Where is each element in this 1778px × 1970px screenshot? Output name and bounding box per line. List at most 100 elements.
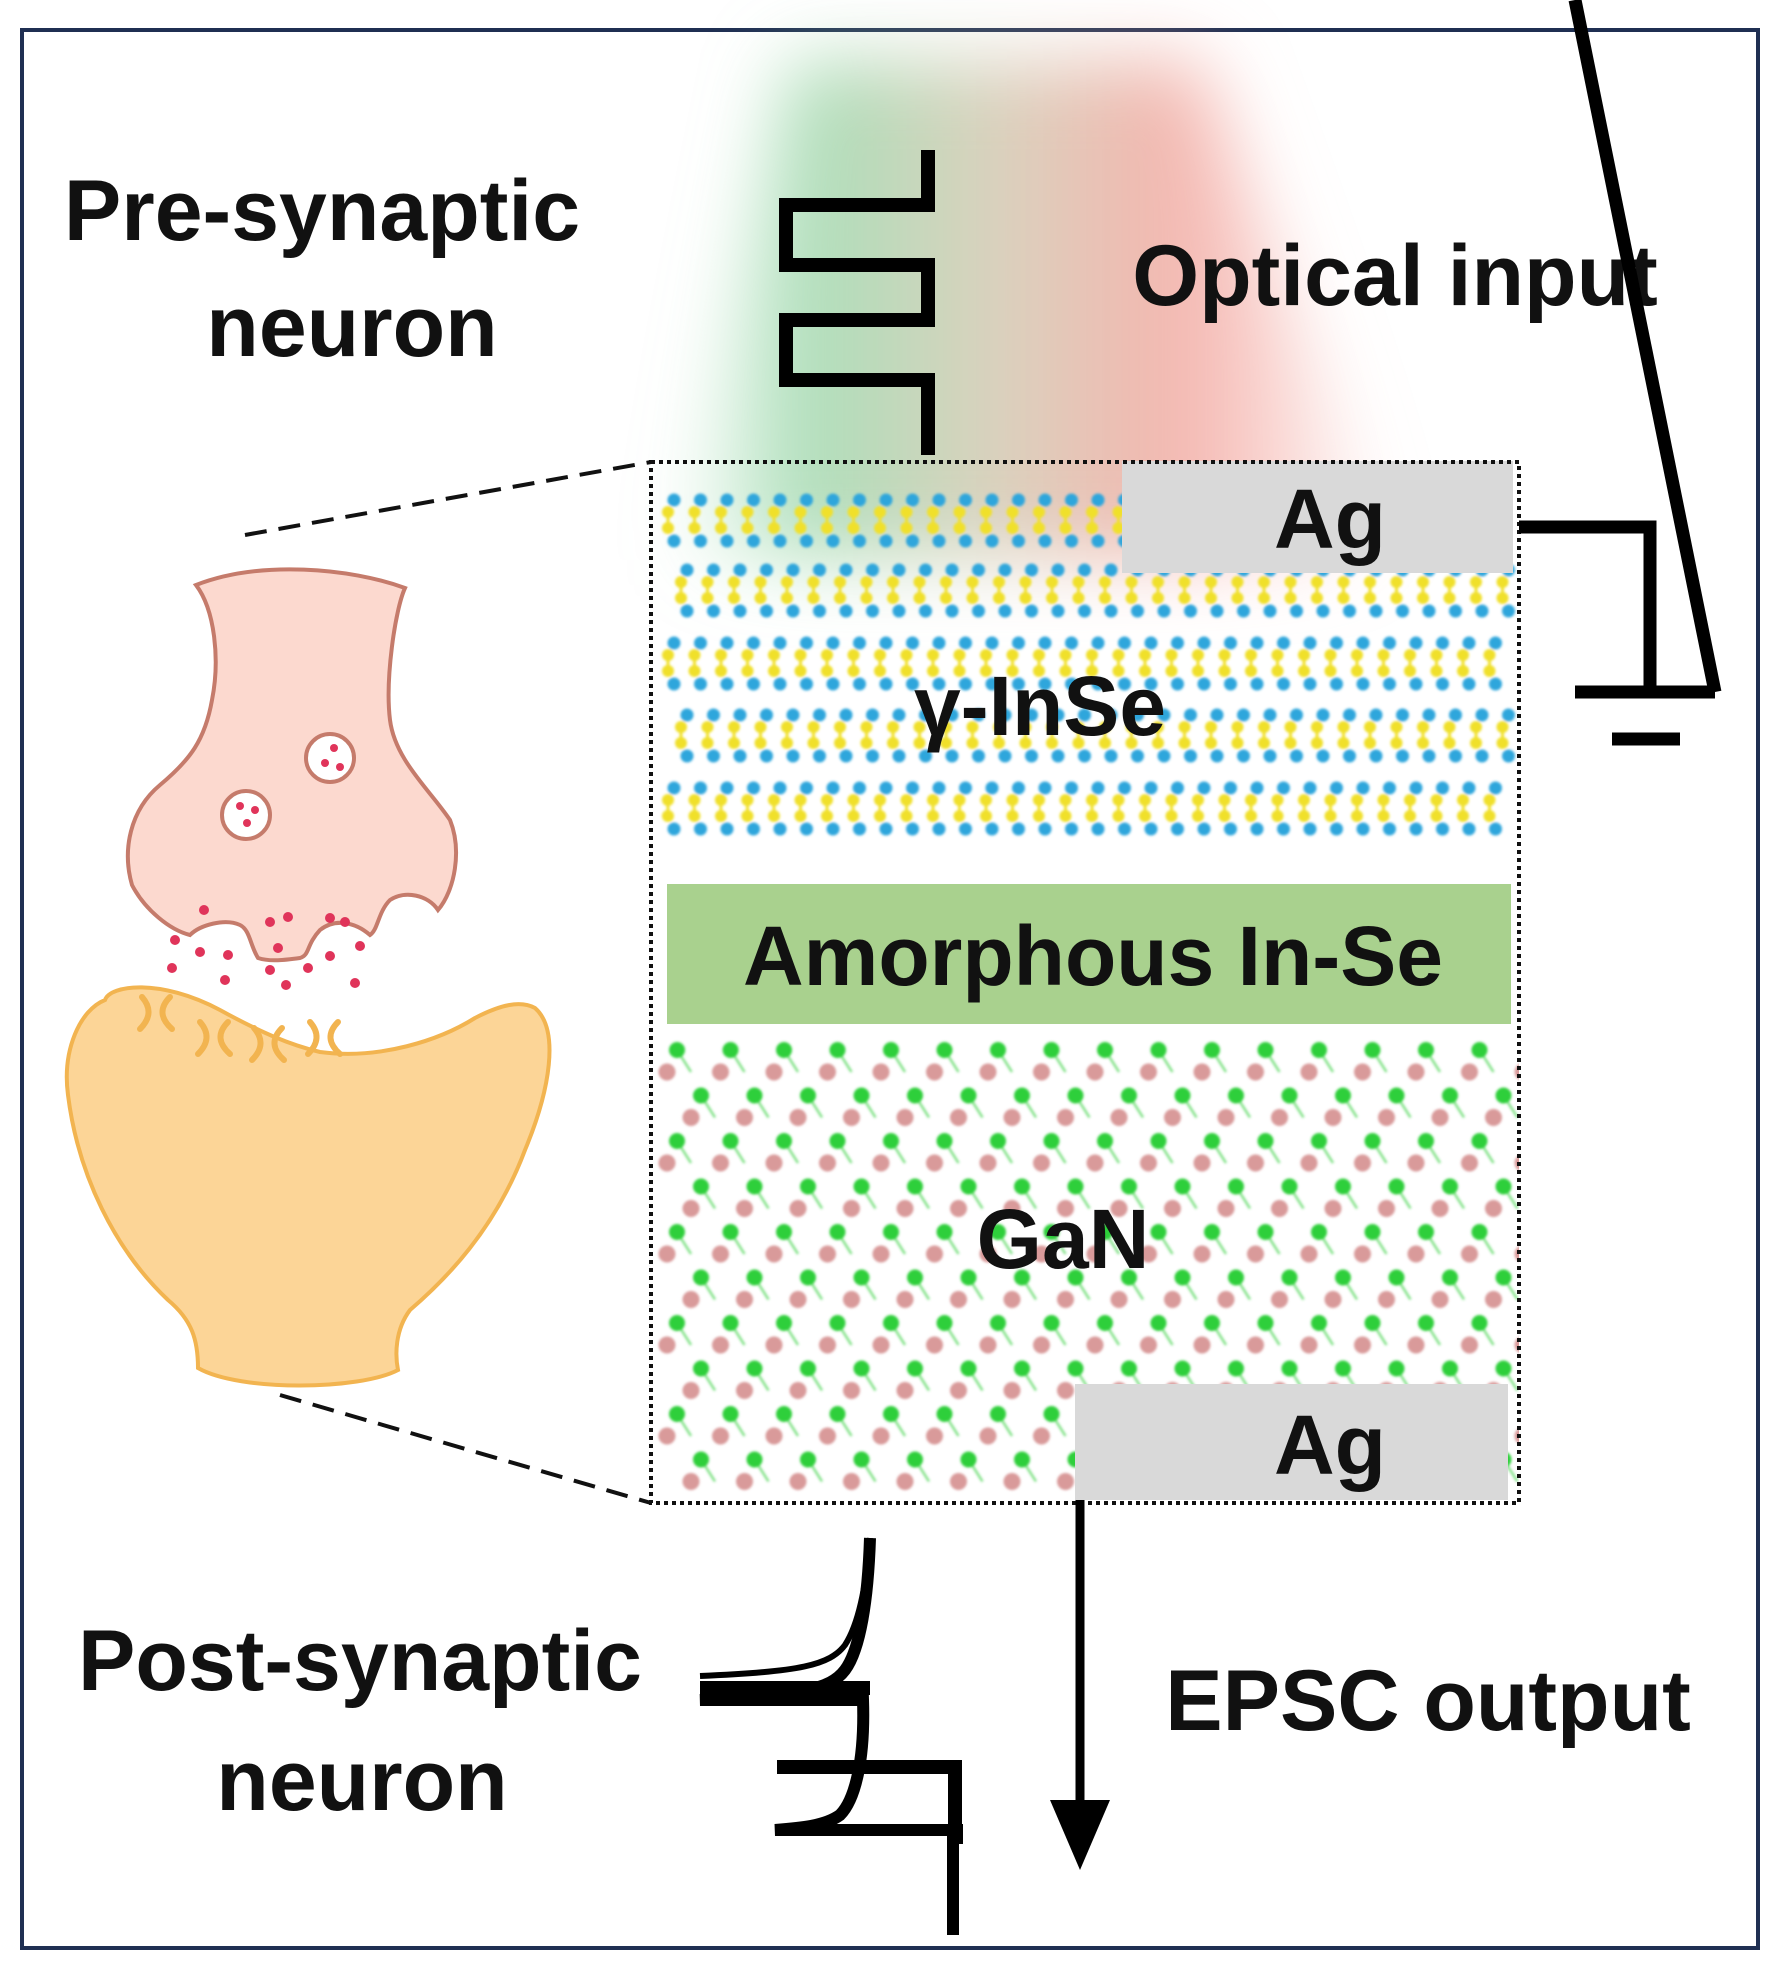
indium-atom	[1118, 636, 1131, 650]
selenium-atom	[1033, 810, 1045, 822]
selenium-atom	[1059, 665, 1072, 677]
nitrogen-atom	[776, 1315, 792, 1331]
indium-atom	[1091, 677, 1105, 691]
nitrogen-atom	[829, 1224, 846, 1240]
selenium-atom	[993, 576, 1005, 588]
nitrogen-atom	[746, 1178, 763, 1195]
indium-atom	[800, 677, 813, 691]
gallium-atom	[1003, 1200, 1021, 1217]
pre-synaptic-label-line1: Pre-synaptic	[64, 163, 580, 259]
selenium-atom	[794, 794, 807, 806]
indium-atom	[945, 604, 959, 618]
indium-atom	[1078, 708, 1091, 722]
indium-atom	[1012, 677, 1025, 691]
nitrogen-atom	[883, 1224, 899, 1240]
gallium-atom	[926, 1427, 943, 1445]
indium-atom	[680, 708, 694, 722]
indium-atom	[786, 604, 800, 618]
nitrogen-atom	[1525, 1224, 1541, 1240]
selenium-atom	[662, 794, 674, 806]
gallium-atom	[979, 1245, 997, 1263]
nitrogen-atom	[1014, 1087, 1030, 1104]
indium-atom	[1025, 749, 1038, 763]
indium-atom	[733, 749, 747, 763]
nitrogen-atom	[853, 1178, 870, 1195]
nitrogen-atom	[722, 1133, 739, 1149]
gallium-atom	[1354, 1245, 1371, 1263]
indium-atom	[998, 708, 1012, 722]
indium-atom	[1250, 636, 1264, 650]
selenium-atom	[953, 506, 966, 518]
indium-atom	[707, 563, 720, 577]
nitrogen-atom	[936, 1224, 953, 1240]
selenium-atom	[662, 665, 674, 677]
selenium-atom	[874, 649, 886, 661]
indium-atom	[1224, 822, 1237, 836]
nitrogen-atom	[883, 1042, 899, 1058]
indium-atom	[1303, 781, 1317, 795]
selenium-atom	[1404, 649, 1416, 661]
nitrogen-atom	[1311, 1315, 1327, 1331]
gallium-atom	[1300, 1336, 1318, 1354]
indium-atom	[1356, 636, 1370, 650]
nitrogen-atom	[960, 1451, 977, 1468]
selenium-atom	[1125, 721, 1138, 733]
indium-atom	[1316, 749, 1330, 763]
nitrogen-atom	[907, 1178, 923, 1195]
selenium-atom	[1125, 576, 1138, 588]
gallium-atom	[1086, 1245, 1104, 1263]
device-stack: Amorphous In-Se γ-InSe GaN Ag Ag	[649, 460, 1556, 1505]
gallium-atom	[1431, 1109, 1449, 1126]
receptor-icon	[271, 1025, 287, 1063]
nitrogen-atom	[1014, 1269, 1030, 1286]
indium-atom	[1250, 677, 1264, 691]
indium-atom	[1436, 636, 1449, 650]
indium-atom	[945, 563, 959, 577]
indium-atom	[1263, 708, 1277, 722]
indium-atom	[1065, 534, 1078, 548]
selenium-atom	[874, 665, 886, 677]
gallium-atom	[926, 1245, 943, 1263]
selenium-atom	[1404, 665, 1416, 677]
gallium-atom	[682, 1382, 700, 1399]
indium-atom	[1091, 781, 1105, 795]
nitrogen-atom	[829, 1406, 846, 1422]
nitrogen-atom	[883, 1315, 899, 1331]
indium-atom	[773, 636, 787, 650]
selenium-atom	[874, 522, 886, 534]
nitrogen-atom	[800, 1269, 816, 1286]
nitrogen-atom	[1043, 1133, 1060, 1149]
selenium-atom	[1231, 576, 1244, 588]
nitrogen-atom	[1228, 1360, 1244, 1377]
selenium-atom	[688, 810, 701, 822]
indium-atom	[733, 604, 747, 618]
selenium-atom	[715, 794, 727, 806]
nitrogen-atom	[907, 1087, 923, 1104]
indium-atom	[1449, 708, 1462, 722]
selenium-atom	[807, 592, 820, 604]
selenium-atom	[768, 810, 780, 822]
indium-atom	[932, 781, 946, 795]
nitrogen-atom	[1442, 1269, 1458, 1286]
selenium-atom	[1139, 794, 1151, 806]
selenium-atom	[1033, 665, 1045, 677]
nitrogen-atom	[829, 1315, 846, 1331]
selenium-atom	[1099, 576, 1111, 588]
nitrogen-atom	[800, 1360, 816, 1377]
gallium-atom	[1140, 1154, 1157, 1172]
receptor-icon	[159, 994, 175, 1032]
gallium-atom	[1164, 1109, 1181, 1126]
nitrogen-atom	[1204, 1133, 1220, 1149]
amorphous-inse-layer	[667, 884, 1511, 1024]
selenium-atom	[953, 794, 966, 806]
gallium-atom	[1324, 1200, 1342, 1217]
selenium-atom	[913, 737, 926, 749]
gallium-atom	[736, 1473, 753, 1490]
selenium-atom	[1165, 665, 1178, 677]
gallium-atom	[1057, 1291, 1074, 1308]
nitrogen-atom	[1525, 1406, 1541, 1422]
selenium-atom	[1390, 592, 1403, 604]
selenium-atom	[1112, 794, 1125, 806]
gallium-atom	[1539, 1382, 1556, 1399]
selenium-atom	[1377, 649, 1390, 661]
